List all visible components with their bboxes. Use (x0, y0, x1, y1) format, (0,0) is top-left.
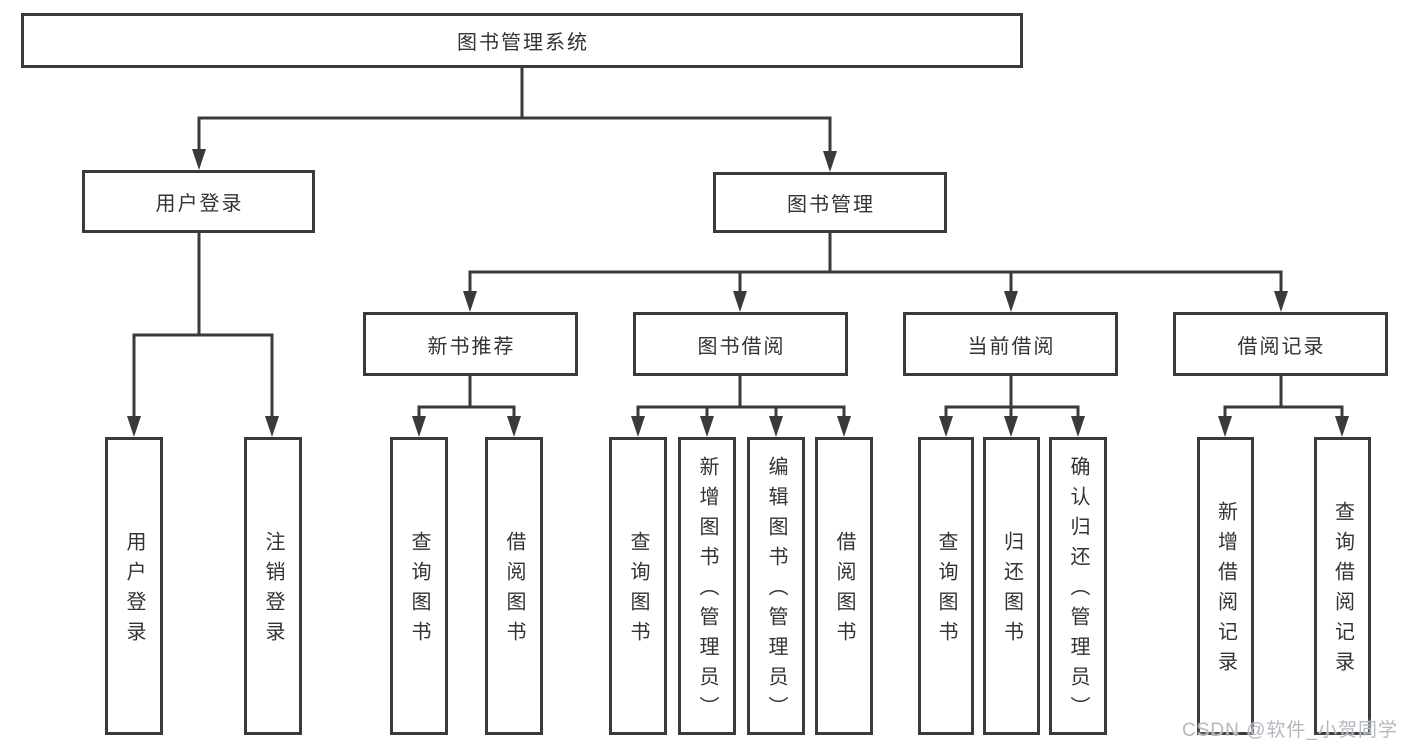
node-borrow-books-recommend: 借阅图书 (485, 437, 543, 735)
connector-line (417, 405, 516, 431)
node-borrow-books-borrowing: 借阅图书 (815, 437, 873, 735)
node-label: 新增图书（管理员） (696, 456, 718, 726)
node-label: 注销登录 (262, 531, 284, 651)
connector-line (132, 333, 274, 431)
node-add-books-admin: 新增图书（管理员） (678, 437, 736, 735)
arrow-down-icon (1004, 416, 1018, 437)
node-label: 借阅记录 (1237, 335, 1326, 358)
arrow-down-icon (823, 151, 837, 172)
node-edit-books-admin: 编辑图书（管理员） (747, 437, 805, 735)
node-label: 查询图书 (627, 531, 649, 651)
node-user-login-leaf: 用户登录 (105, 437, 163, 735)
arrow-down-icon (265, 416, 279, 437)
connector-line (1223, 405, 1344, 431)
node-query-books-recommend: 查询图书 (390, 437, 448, 735)
arrow-down-icon (837, 416, 851, 437)
arrow-down-icon (1071, 416, 1085, 437)
node-return-books: 归还图书 (983, 437, 1040, 735)
connector-line (636, 405, 846, 431)
node-book-management: 图书管理 (713, 172, 947, 233)
node-label: 用户登录 (123, 531, 145, 651)
node-new-book-recommend: 新书推荐 (363, 312, 578, 376)
node-add-borrow-record: 新增借阅记录 (1197, 437, 1254, 735)
node-label: 当前借阅 (967, 335, 1056, 358)
node-confirm-return-admin: 确认归还（管理员） (1049, 437, 1107, 735)
arrow-down-icon (192, 149, 206, 170)
node-query-books-borrowing: 查询图书 (609, 437, 667, 735)
arrow-down-icon (631, 416, 645, 437)
node-query-books-current: 查询图书 (918, 437, 974, 735)
connector-line (197, 116, 832, 166)
arrow-down-icon (1274, 291, 1288, 312)
node-label: 图书借阅 (697, 335, 786, 358)
arrow-down-icon (507, 416, 521, 437)
node-label: 图书管理系统 (457, 32, 589, 54)
arrow-down-icon (769, 416, 783, 437)
arrow-down-icon (733, 291, 747, 312)
arrow-down-icon (412, 416, 426, 437)
node-root: 图书管理系统 (21, 13, 1023, 68)
node-label: 用户登录 (155, 193, 244, 215)
node-label: 确认归还（管理员） (1067, 456, 1089, 726)
node-label: 查询借阅记录 (1331, 501, 1354, 681)
node-label: 新书推荐 (427, 335, 516, 358)
arrow-down-icon (1218, 416, 1232, 437)
arrow-down-icon (700, 416, 714, 437)
node-label: 查询图书 (935, 531, 957, 651)
node-label: 图书管理 (787, 194, 875, 216)
node-logout: 注销登录 (244, 437, 302, 735)
arrow-down-icon (127, 416, 141, 437)
connector-line (468, 270, 1283, 306)
node-label: 借阅图书 (833, 531, 855, 651)
node-label: 借阅图书 (503, 531, 525, 651)
node-label: 归还图书 (1000, 531, 1023, 651)
node-label: 编辑图书（管理员） (765, 456, 787, 726)
arrow-down-icon (1004, 291, 1018, 312)
node-query-borrow-record: 查询借阅记录 (1314, 437, 1371, 735)
node-label: 新增借阅记录 (1214, 501, 1237, 681)
arrow-down-icon (939, 416, 953, 437)
watermark: CSDN @软件_小贺同学 (1182, 720, 1398, 741)
node-label: 查询图书 (408, 531, 430, 651)
node-user-login: 用户登录 (82, 170, 315, 233)
node-book-borrowing: 图书借阅 (633, 312, 848, 376)
node-current-borrowing: 当前借阅 (903, 312, 1118, 376)
arrow-down-icon (463, 291, 477, 312)
node-borrowing-records: 借阅记录 (1173, 312, 1388, 376)
arrow-down-icon (1335, 416, 1349, 437)
